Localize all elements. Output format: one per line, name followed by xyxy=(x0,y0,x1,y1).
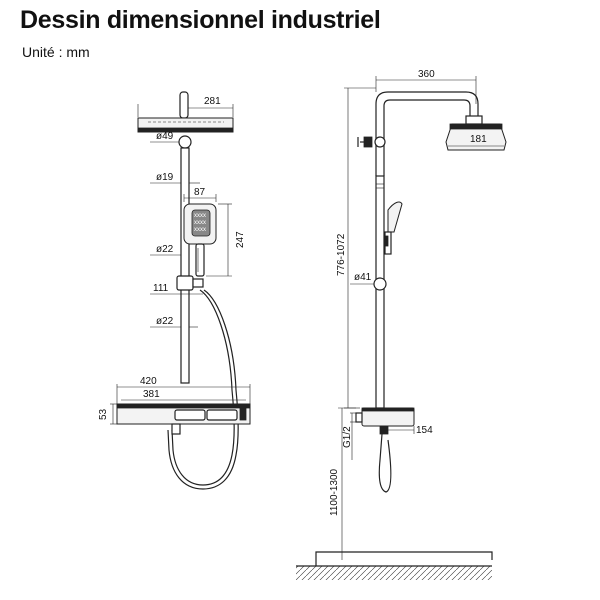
svg-text:xxxx: xxxx xyxy=(194,227,206,233)
front-main-pipe xyxy=(180,147,190,384)
dim-pipe-diameter: ø19 xyxy=(150,172,200,184)
floor-hatch xyxy=(296,566,492,580)
side-handset-head xyxy=(387,201,403,233)
front-hand-shower: xxxx xxxx xxxx xyxy=(183,203,217,277)
dim-slider-diameter: ø22 xyxy=(150,244,181,256)
side-hose xyxy=(378,433,392,493)
side-diverter-handle xyxy=(363,136,373,148)
dim-install-height-label: 1100-1300 xyxy=(329,468,340,516)
side-head-top xyxy=(449,123,503,130)
side-slider: ø41 xyxy=(350,272,387,291)
dim-side-slider-label: ø41 xyxy=(354,272,372,283)
dim-valve-height: 53 xyxy=(98,403,117,425)
side-shower-head: 181 xyxy=(445,115,507,151)
front-top-stub xyxy=(179,91,189,119)
handset-grip xyxy=(195,243,205,277)
side-main-pipe xyxy=(375,175,385,409)
side-hand-shower xyxy=(383,201,403,255)
dim-head-diameter-label: 181 xyxy=(470,134,487,145)
handset-spray-panel xyxy=(191,209,211,237)
side-diverter xyxy=(357,136,386,148)
holder-body xyxy=(176,275,194,291)
side-valve-inlet xyxy=(355,412,363,423)
dim-install-height: 1100-1300 xyxy=(329,407,356,560)
side-view: 360 181 xyxy=(296,69,507,580)
dim-shelf-width-label: 420 xyxy=(140,376,157,387)
unit-label: Unité : mm xyxy=(22,44,90,60)
dim-height-range: 776-1072 xyxy=(336,87,376,409)
side-arm-outer xyxy=(375,91,479,176)
front-connector: ø49 xyxy=(150,131,192,149)
dim-pipe-diameter-label: ø19 xyxy=(156,172,174,183)
front-connector-ring xyxy=(178,135,192,149)
dim-lower-pipe-diameter: ø22 xyxy=(150,316,198,328)
front-hose xyxy=(171,289,235,486)
floor-step xyxy=(315,551,493,566)
dim-holder-depth: 111 xyxy=(150,283,203,295)
dim-holder-depth-label: 111 xyxy=(153,283,169,294)
front-hose-outer xyxy=(167,289,239,490)
dim-arm-reach: 360 xyxy=(375,69,477,104)
dim-shelf-width: 420 xyxy=(116,376,251,404)
dim-valve-depth-label: 154 xyxy=(416,425,433,436)
dim-valve-width: 381 xyxy=(121,389,246,401)
front-shower-head xyxy=(137,117,234,133)
front-head-nozzles xyxy=(137,127,234,133)
shelf-top xyxy=(116,403,251,409)
dim-handset-width: 87 xyxy=(183,187,217,202)
holder-arm xyxy=(192,278,204,288)
dim-handset-width-label: 87 xyxy=(194,187,206,198)
dim-inlet-thread: G1/2 xyxy=(342,412,356,460)
floor xyxy=(296,551,493,580)
dim-handset-length: 247 xyxy=(206,203,246,277)
hose-outlet xyxy=(171,423,181,435)
dim-connector-label: ø49 xyxy=(156,131,174,142)
front-valve-shelf xyxy=(116,403,251,435)
dim-slider-diameter-label: ø22 xyxy=(156,244,174,255)
side-arm-inner xyxy=(383,99,471,176)
front-slider-holder xyxy=(176,275,204,291)
dim-lower-pipe-label: ø22 xyxy=(156,316,174,327)
side-handset-clip xyxy=(383,235,389,247)
side-diverter-ring xyxy=(374,136,386,148)
dim-head-width: 281 xyxy=(137,96,234,117)
svg-text:xxxx: xxxx xyxy=(194,220,206,226)
dim-valve-depth: 154 xyxy=(384,425,433,436)
side-valve-top xyxy=(361,407,415,412)
side-slider-ring xyxy=(373,277,387,291)
page-title: Dessin dimensionnel industriel xyxy=(20,6,381,34)
dim-inlet-thread-label: G1/2 xyxy=(342,426,353,448)
svg-text:xxxx: xxxx xyxy=(194,213,206,219)
side-head-joint xyxy=(465,115,483,125)
dim-head-width-label: 281 xyxy=(204,96,221,107)
dim-arm-reach-label: 360 xyxy=(418,69,435,80)
valve-knob xyxy=(239,406,247,421)
valve-button-2 xyxy=(206,409,238,421)
dim-height-range-label: 776-1072 xyxy=(336,233,347,276)
front-view: 281 ø49 ø19 xxxx xxx xyxy=(98,91,251,490)
valve-button-1 xyxy=(174,409,206,421)
dim-valve-width-label: 381 xyxy=(143,389,160,400)
side-valve xyxy=(355,407,415,435)
dim-handset-length-label: 247 xyxy=(235,231,246,248)
dim-valve-height-label: 53 xyxy=(98,408,109,420)
